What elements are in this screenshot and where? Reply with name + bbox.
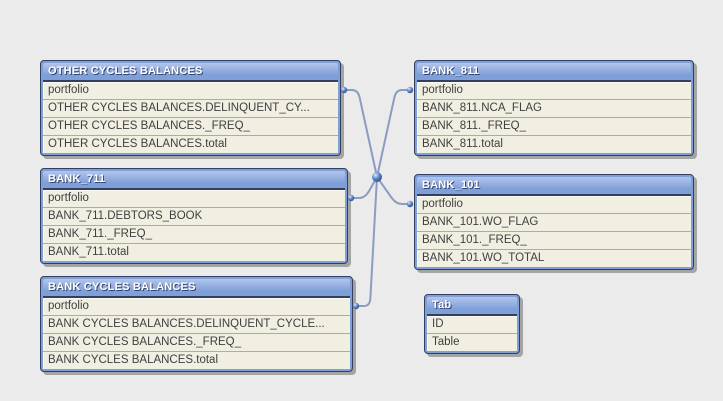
field-row: BANK_811.total	[422, 138, 503, 150]
join-line	[343, 89, 378, 178]
field-row: portfolio	[43, 190, 345, 208]
field-row: portfolio	[417, 196, 691, 214]
field-row: BANK_101.WO_FLAG	[417, 214, 691, 232]
field-row: BANK CYCLES BALANCES._FREQ_	[43, 334, 350, 352]
field-row: BANK_101.WO_TOTAL	[422, 252, 545, 264]
join-node-dot	[340, 86, 348, 94]
join-node-dot	[406, 86, 414, 94]
table-header[interactable]: Tab	[427, 297, 517, 314]
field-row: BANK_101._FREQ_	[417, 232, 691, 250]
join-node-dot	[406, 200, 414, 208]
join-line	[355, 176, 378, 307]
field-row: BANK_711.total	[48, 246, 129, 258]
join-node-dot	[352, 302, 360, 310]
field-row: portfolio	[417, 82, 691, 100]
field-row: BANK_811._FREQ_	[417, 118, 691, 136]
field-row: BANK CYCLES BALANCES.total	[48, 354, 219, 366]
join-line	[376, 176, 411, 205]
table-header[interactable]: BANK_101	[417, 177, 691, 194]
table-header[interactable]: OTHER CYCLES BALANCES	[43, 63, 338, 80]
field-row: Table	[432, 336, 460, 348]
join-line	[376, 89, 411, 178]
table-header[interactable]: BANK CYCLES BALANCES	[43, 279, 350, 296]
table-box-tab[interactable]: Tab ID Table	[424, 294, 520, 354]
table-field-list: ID Table	[427, 314, 517, 351]
field-row: portfolio	[43, 82, 338, 100]
field-row: BANK_811.NCA_FLAG	[417, 100, 691, 118]
field-row: portfolio	[43, 298, 350, 316]
field-row: ID	[427, 316, 517, 334]
join-junction-dot	[372, 172, 382, 182]
field-row: BANK_711.DEBTORS_BOOK	[43, 208, 345, 226]
field-row: BANK_711._FREQ_	[43, 226, 345, 244]
field-row: BANK CYCLES BALANCES.DELINQUENT_CYCLE...	[43, 316, 350, 334]
table-header[interactable]: BANK_811	[417, 63, 691, 80]
field-row: OTHER CYCLES BALANCES.DELINQUENT_CY...	[43, 100, 338, 118]
field-row: OTHER CYCLES BALANCES.total	[48, 138, 227, 150]
table-header[interactable]: BANK_711	[43, 171, 345, 188]
join-line	[350, 176, 378, 199]
field-row: OTHER CYCLES BALANCES._FREQ_	[43, 118, 338, 136]
join-node-dot	[347, 194, 355, 202]
